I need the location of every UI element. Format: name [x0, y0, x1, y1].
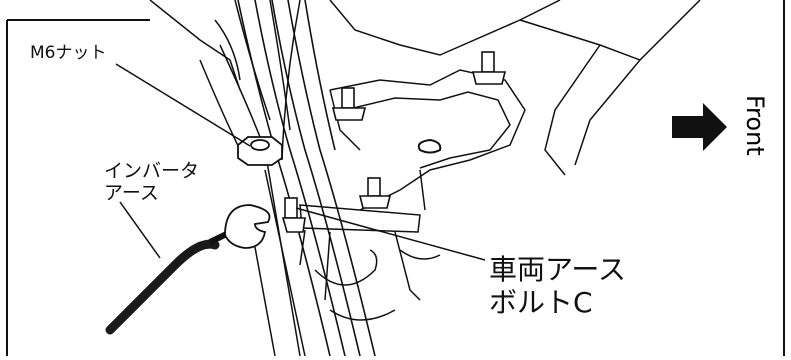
right-arrow-icon: [672, 103, 727, 151]
inverter-earth-cable: [105, 204, 271, 335]
vehicle-earth-bolt-label: 車両アース ボルトC: [489, 253, 626, 320]
leader-lines: [115, 63, 486, 261]
front-direction-label: Front: [741, 95, 769, 156]
stud-bolt-top-right: [471, 51, 507, 85]
stud-bolt-top-left: [331, 87, 367, 121]
wiring-harness: [237, 0, 376, 357]
stud-bolts: [281, 51, 507, 233]
diagram-frame: [6, 0, 785, 356]
inverter-earth-label: インバータ アース: [104, 160, 200, 204]
m6-nut-label: M6ナット: [30, 43, 107, 63]
stud-bolt-middle: [358, 177, 392, 209]
vehicle-earth-bolt-c: [281, 197, 306, 233]
m6-nut: [237, 136, 283, 166]
